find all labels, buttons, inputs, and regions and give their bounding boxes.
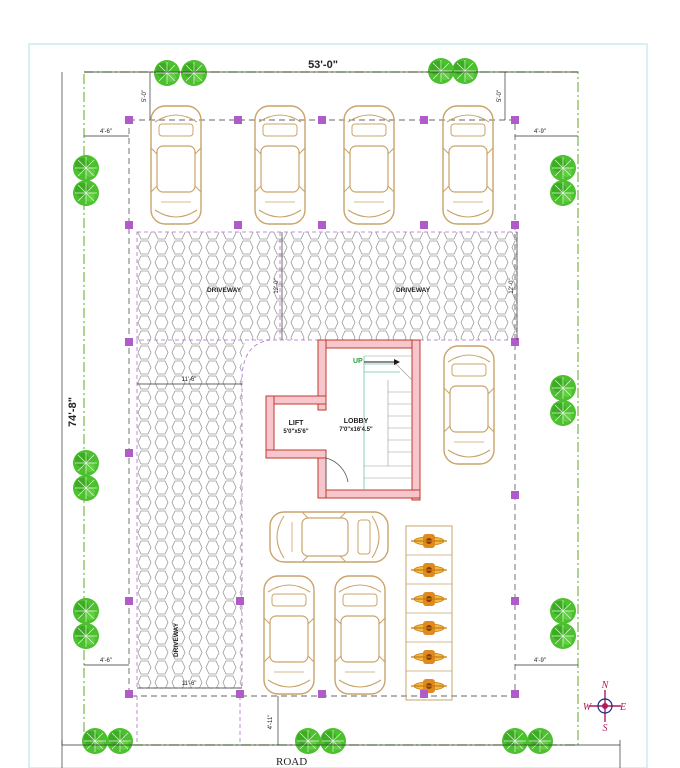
- dim-side-left-bottom: 4'-6": [100, 658, 112, 664]
- car-horizontal: [269, 511, 389, 563]
- dim-depth: 74'-8": [67, 397, 79, 427]
- entry-path: [136, 696, 241, 745]
- stair-up-label: UP: [353, 358, 363, 365]
- compass-icon: N S W E: [583, 680, 626, 734]
- dim-driveway-1: 12'-0": [274, 278, 280, 293]
- dimension-lines: [61, 71, 621, 768]
- driveway-paving: [136, 231, 518, 689]
- columns: [125, 116, 519, 698]
- compass-s: S: [603, 723, 608, 734]
- bike-bays: [405, 525, 453, 701]
- sheet-border: [28, 43, 648, 768]
- lift-size: 5'0"x5'6": [283, 429, 308, 435]
- compass-e: E: [619, 702, 626, 713]
- dim-lane-top: 11'-6": [182, 377, 197, 383]
- lobby-walls: [317, 339, 421, 501]
- car-right: [443, 345, 495, 465]
- door-swing: [325, 457, 349, 488]
- road-label: ROAD: [276, 756, 307, 768]
- dim-side-right-bottom: 4'-9": [534, 658, 546, 664]
- car-bottom-right: [334, 575, 386, 695]
- dim-width: 53'-0": [308, 59, 338, 71]
- label-driveway-left: DRIVEWAY: [173, 622, 180, 657]
- compass-w: W: [583, 702, 593, 713]
- lift-title: LIFT: [289, 420, 304, 427]
- dim-driveway-2: 12'-0": [509, 278, 515, 293]
- compass-n: N: [601, 680, 610, 691]
- dim-side-right-top: 4'-9": [534, 129, 546, 135]
- car-bottom-left: [263, 575, 315, 695]
- dim-entry-gap: 4'-11": [268, 715, 274, 730]
- label-driveway-top-right: DRIVEWAY: [396, 287, 431, 294]
- lift-walls: [265, 395, 327, 459]
- dim-front-right: 5'-0": [497, 90, 503, 102]
- staircase: [363, 355, 413, 490]
- lobby-title: LOBBY: [344, 418, 369, 425]
- lobby-size: 7'0"x16'4.5": [339, 427, 373, 433]
- label-driveway-top-left: DRIVEWAY: [207, 287, 242, 294]
- dim-side-left-top: 4'-6": [100, 129, 112, 135]
- dim-lane-bottom: 11'-6": [182, 681, 197, 687]
- dim-front-left: 5'-0": [142, 90, 148, 102]
